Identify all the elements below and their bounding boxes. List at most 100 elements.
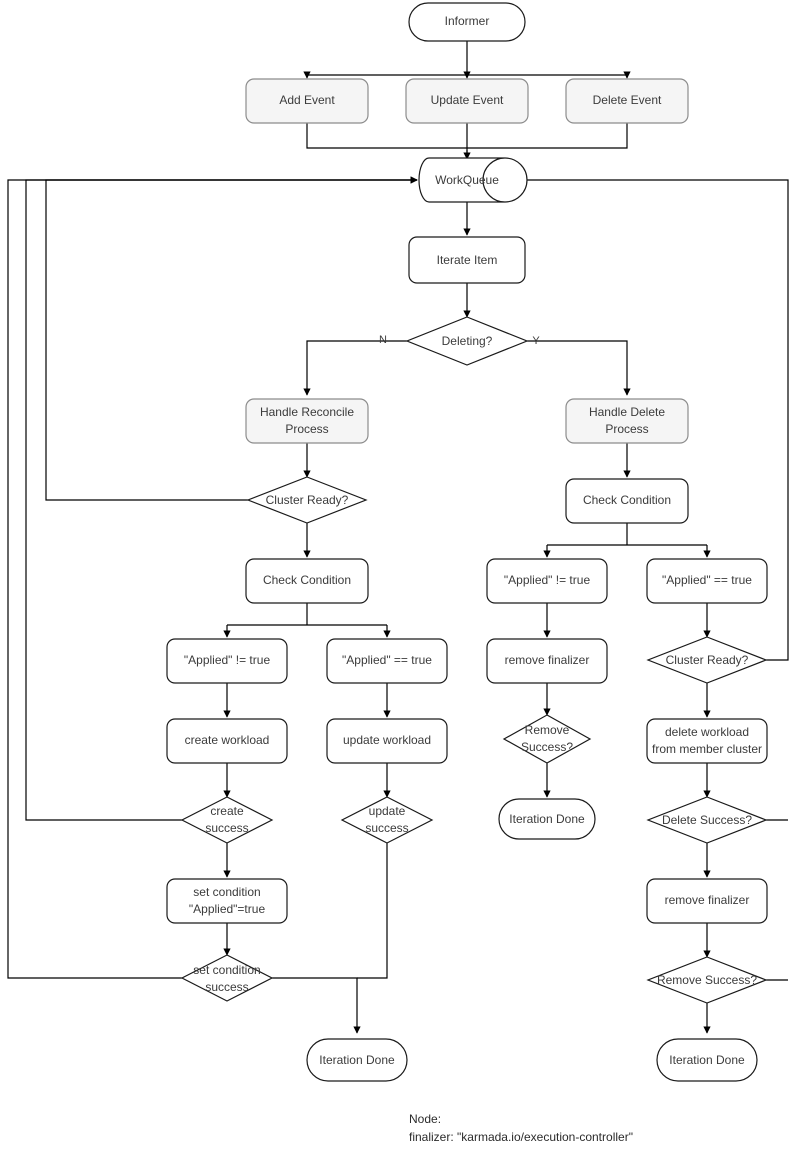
update-event-label: Update Event <box>431 93 504 107</box>
update-success-label-line1: update <box>369 804 406 818</box>
handle-delete-label-line2: Process <box>605 422 648 436</box>
edge-check-condition-left-split <box>227 603 387 626</box>
node-remove-success-right[interactable]: Remove Success? <box>646 956 768 1004</box>
set-condition-label-line1: set condition <box>193 885 260 899</box>
node-update-success[interactable]: update success <box>340 796 434 844</box>
cluster-ready-left-label: Cluster Ready? <box>266 493 349 507</box>
delete-event-label: Delete Event <box>593 93 662 107</box>
note-line-1: Node: <box>409 1112 441 1126</box>
node-iteration-done-middle[interactable]: Iteration Done <box>498 798 596 840</box>
node-applied-ne-right[interactable]: "Applied" != true <box>486 558 608 604</box>
update-event-shape <box>405 78 529 124</box>
edge-label-deleting-no: N <box>379 334 387 346</box>
informer-shape <box>408 2 526 42</box>
remove-finalizer-middle-shape <box>486 638 608 684</box>
add-event-label: Add Event <box>279 93 335 107</box>
remove-success-middle-label-line1: Remove <box>525 723 570 737</box>
update-workload-label: update workload <box>343 733 431 747</box>
node-applied-eq-left[interactable]: "Applied" == true <box>326 638 448 684</box>
iteration-done-left-label: Iteration Done <box>319 1053 395 1067</box>
node-cluster-ready-right[interactable]: Cluster Ready? <box>646 636 768 684</box>
delete-event-shape <box>565 78 689 124</box>
edge-label-deleting-yes: Y <box>532 335 540 347</box>
node-remove-finalizer-right[interactable]: remove finalizer <box>646 878 768 924</box>
set-condition-shape <box>166 878 288 924</box>
update-success-shape <box>340 796 434 844</box>
remove-success-middle-shape <box>502 714 592 764</box>
applied-ne-left-label: "Applied" != true <box>184 653 271 667</box>
delete-workload-label-line1: delete workload <box>665 725 749 739</box>
node-cluster-ready-left[interactable]: Cluster Ready? <box>246 476 368 524</box>
iteration-done-middle-label: Iteration Done <box>509 812 585 826</box>
create-workload-label: create workload <box>185 733 270 747</box>
edge-set-condition-success-to-done <box>272 977 361 1034</box>
cluster-ready-right-shape <box>646 636 768 684</box>
node-handle-delete-process[interactable]: Handle Delete Process <box>565 398 689 444</box>
node-applied-eq-right[interactable]: "Applied" == true <box>646 558 768 604</box>
edge-informer-fanout <box>307 41 627 76</box>
node-create-workload[interactable]: create workload <box>166 718 288 764</box>
check-condition-left-label: Check Condition <box>263 573 351 587</box>
delete-workload-label-line2: from member cluster <box>652 742 762 756</box>
edge-set-condition-success-retry <box>7 176 418 979</box>
iterate-item-shape <box>408 236 526 284</box>
create-success-shape <box>180 796 274 844</box>
node-update-event[interactable]: Update Event <box>405 78 529 124</box>
work-queue-cap <box>504 157 528 203</box>
update-workload-shape <box>326 718 448 764</box>
node-delete-event[interactable]: Delete Event <box>565 78 689 124</box>
check-condition-left-shape <box>245 558 369 604</box>
node-iteration-done-left[interactable]: Iteration Done <box>306 1038 408 1082</box>
delete-success-label: Delete Success? <box>662 813 752 827</box>
node-deleting-decision[interactable]: Deleting? <box>405 316 529 366</box>
set-condition-label-line2: "Applied"=true <box>189 902 266 916</box>
remove-success-middle-label-line2: Success? <box>521 740 573 754</box>
note-line-2: finalizer: "karmada.io/execution-control… <box>409 1130 633 1144</box>
node-create-success[interactable]: create success <box>180 796 274 844</box>
set-condition-success-label-line1: set condition <box>193 963 260 977</box>
update-success-label-line2: success <box>365 821 408 835</box>
remove-finalizer-right-label: remove finalizer <box>665 893 750 907</box>
edge-check-condition-right-split <box>547 523 707 546</box>
handle-delete-shape <box>565 398 689 444</box>
edge-cluster-ready-right-retry <box>518 176 789 661</box>
delete-success-shape <box>646 796 768 844</box>
handle-reconcile-label-line1: Handle Reconcile <box>260 405 354 419</box>
node-iterate-item[interactable]: Iterate Item <box>408 236 526 284</box>
node-delete-success[interactable]: Delete Success? <box>646 796 768 844</box>
check-condition-right-shape <box>565 478 689 524</box>
create-success-label-line2: success <box>205 821 248 835</box>
iteration-done-right-label: Iteration Done <box>669 1053 745 1067</box>
node-remove-finalizer-middle[interactable]: remove finalizer <box>486 638 608 684</box>
node-remove-success-middle[interactable]: Remove Success? <box>502 714 592 764</box>
applied-ne-right-shape <box>486 558 608 604</box>
check-condition-right-label: Check Condition <box>583 493 671 507</box>
node-check-condition-right[interactable]: Check Condition <box>565 478 689 524</box>
applied-eq-left-label: "Applied" == true <box>342 653 432 667</box>
node-iteration-done-right[interactable]: Iteration Done <box>656 1038 758 1082</box>
work-queue-label: WorkQueue <box>435 173 499 187</box>
node-set-condition-success[interactable]: set condition success <box>180 954 274 1002</box>
handle-reconcile-label-line2: Process <box>285 422 328 436</box>
edge-update-success-to-done <box>357 843 388 979</box>
iteration-done-left-shape <box>306 1038 408 1082</box>
handle-reconcile-shape <box>245 398 369 444</box>
node-work-queue[interactable]: WorkQueue <box>418 157 528 203</box>
remove-success-right-shape <box>646 956 768 1004</box>
iteration-done-middle-shape <box>498 798 596 840</box>
edge-deleting-no <box>303 340 407 396</box>
edges-layer <box>7 41 789 1034</box>
node-informer[interactable]: Informer <box>408 2 526 42</box>
node-handle-reconcile-process[interactable]: Handle Reconcile Process <box>245 398 369 444</box>
cluster-ready-right-label: Cluster Ready? <box>666 653 749 667</box>
node-applied-ne-left[interactable]: "Applied" != true <box>166 638 288 684</box>
node-delete-workload[interactable]: delete workload from member cluster <box>646 718 768 764</box>
remove-finalizer-right-shape <box>646 878 768 924</box>
node-set-condition-applied-true[interactable]: set condition "Applied"=true <box>166 878 288 924</box>
node-add-event[interactable]: Add Event <box>245 78 369 124</box>
edge-cluster-ready-left-retry <box>45 176 418 501</box>
node-update-workload[interactable]: update workload <box>326 718 448 764</box>
node-check-condition-left[interactable]: Check Condition <box>245 558 369 604</box>
applied-eq-left-shape <box>326 638 448 684</box>
